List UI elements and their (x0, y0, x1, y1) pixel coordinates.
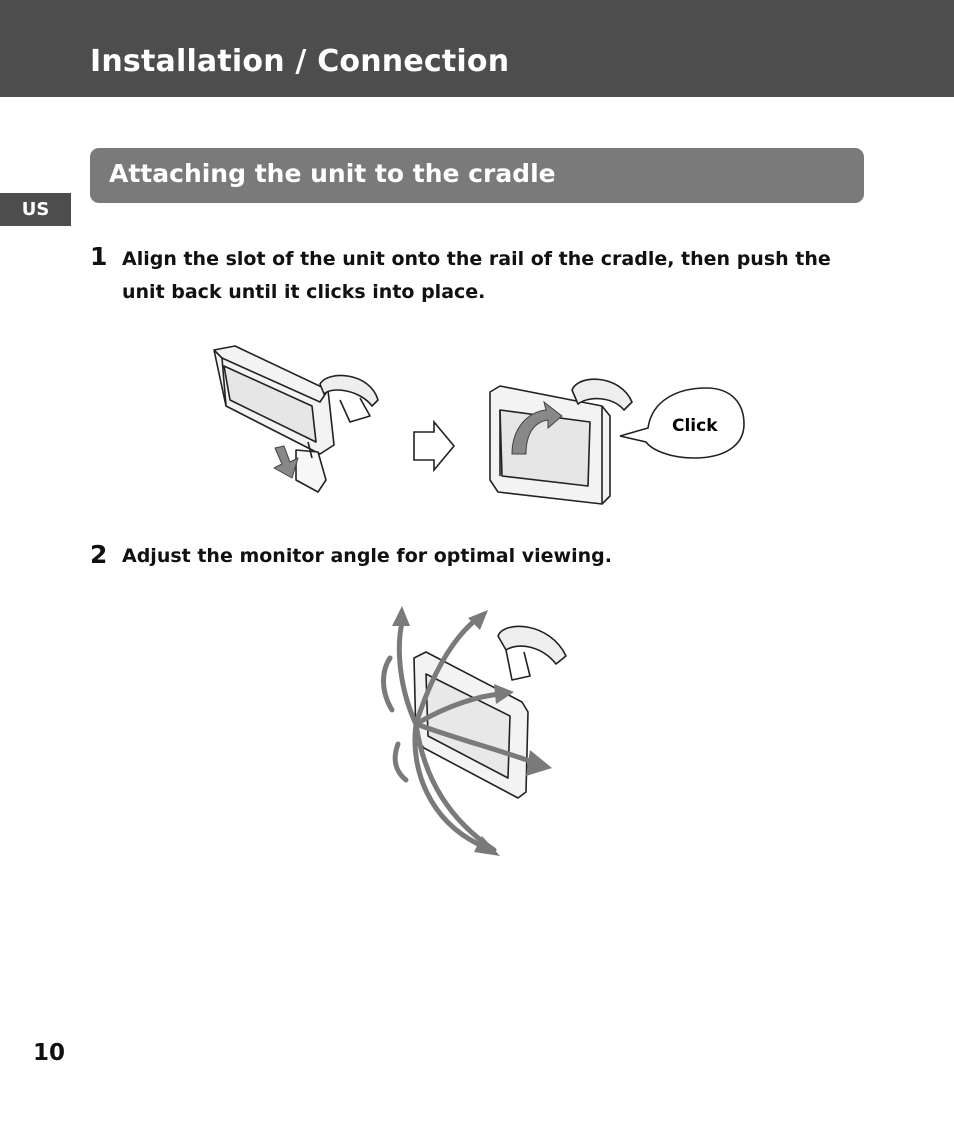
click-direction-arrow (511, 400, 563, 455)
header-band: Installation / Connection (0, 0, 954, 97)
step-2-number: 2 (90, 540, 108, 569)
click-callout-text: Click (672, 416, 718, 436)
push-down-arrow (273, 445, 299, 479)
step-1-number: 1 (90, 242, 108, 271)
section-header: Attaching the unit to the cradle (90, 148, 864, 203)
page-title: Installation / Connection (90, 44, 510, 79)
rotation-arrows (381, 615, 541, 853)
page-number: 10 (33, 1040, 66, 1066)
unit-attached-drawing (489, 378, 633, 505)
step-2-text: Adjust the monitor angle for optimal vie… (122, 545, 612, 567)
step-1-text: Align the slot of the unit onto the rail… (122, 248, 831, 303)
next-step-arrow (413, 419, 456, 473)
unit-tilted-drawing (213, 345, 379, 493)
section-title: Attaching the unit to the cradle (109, 159, 556, 188)
attach-unit-illustration: Click (213, 345, 745, 505)
monitor-angle-illustration (381, 606, 567, 856)
click-callout (619, 387, 745, 459)
arrow-heads (392, 606, 552, 856)
language-tab: US (0, 193, 71, 226)
